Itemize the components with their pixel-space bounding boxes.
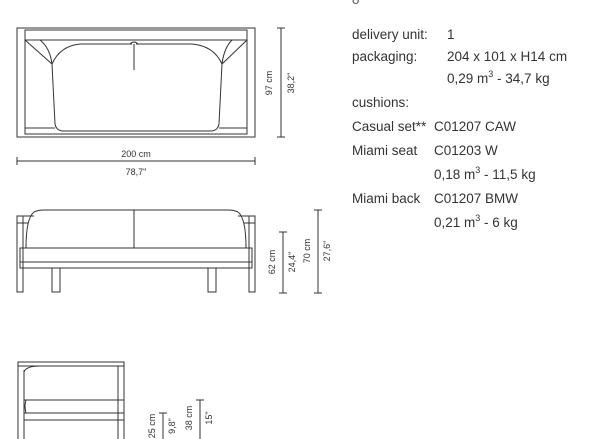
seat-height-cm-label: 62 cm [267, 250, 277, 275]
delivery-unit-value: 1 [447, 27, 455, 42]
miami-back-code: C01207 BMW [434, 191, 519, 206]
miami-seat-volume-weight: 0,18 m3 - 11,5 kg [434, 164, 536, 182]
miami-back-volume-weight: 0,21 m3 - 6 kg [434, 212, 518, 230]
casual-set-code: C01207 CAW [434, 119, 517, 134]
delivery-unit-label: delivery unit: [352, 27, 428, 42]
width-in-label: 78,7" [126, 167, 147, 177]
side-b-cm-label: 38 cm [184, 406, 194, 431]
miami-seat-label: Miami seat [352, 143, 418, 158]
depth-in-label: 38,2" [286, 73, 296, 94]
seat-height-in-label: 24,4" [287, 252, 297, 273]
partial-symbol: σ [352, 0, 360, 7]
packaging-dimensions: 204 x 101 x H14 cm [447, 49, 568, 64]
side-b-in-label: 15" [204, 411, 214, 424]
side-a-cm-label: 25 cm [147, 414, 157, 439]
depth-cm-label: 97 cm [264, 71, 274, 96]
side-view-drawing [17, 361, 204, 439]
cushions-heading: cushions: [352, 95, 410, 110]
side-a-in-label: 9,8" [167, 418, 177, 434]
miami-seat-code: C01203 W [434, 143, 498, 158]
miami-back-label: Miami back [352, 191, 421, 206]
width-cm-label: 200 cm [121, 149, 151, 159]
total-height-in-label: 27,6" [322, 241, 332, 262]
packaging-label: packaging: [352, 49, 418, 64]
total-height-cm-label: 70 cm [302, 239, 312, 264]
casual-set-label: Casual set** [352, 119, 427, 134]
front-view-drawing [16, 209, 322, 294]
packaging-volume-weight: 0,29 m3 - 34,7 kg [447, 68, 550, 86]
top-view-drawing [16, 27, 285, 165]
